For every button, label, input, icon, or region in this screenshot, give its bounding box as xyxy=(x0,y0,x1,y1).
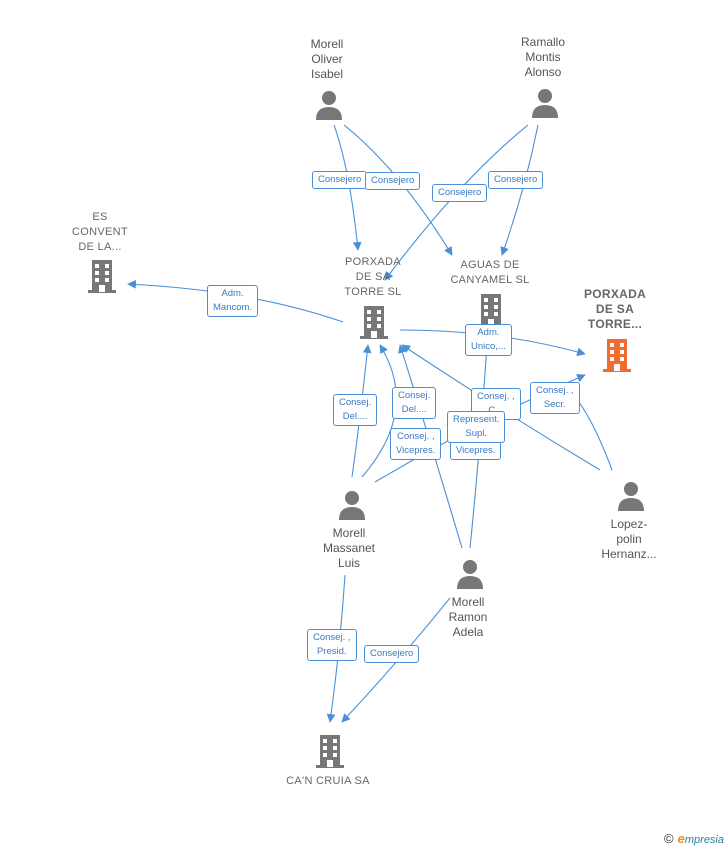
person-icon[interactable] xyxy=(337,489,367,521)
person-label-ramallo[interactable]: Ramallo Montis Alonso xyxy=(520,35,565,79)
person-label-morell-oliver[interactable]: Morell Oliver Isabel xyxy=(310,37,344,81)
company-label-es-convent[interactable]: ES CONVENT DE LA... xyxy=(72,211,128,253)
building-icon-focus[interactable] xyxy=(601,337,633,373)
person-label-lopez[interactable]: Lopez- polin Hernanz... xyxy=(601,517,657,561)
person-icon[interactable] xyxy=(530,87,560,119)
person-icon[interactable] xyxy=(314,89,344,121)
edge-label[interactable]: Adm. Unico,... xyxy=(465,324,512,356)
edge-label[interactable]: Consej. Del.... xyxy=(333,394,378,426)
building-icon[interactable] xyxy=(86,258,118,294)
edge-label[interactable]: Consejero xyxy=(364,645,420,663)
brand-e: e xyxy=(677,831,685,846)
building-icon[interactable] xyxy=(475,292,507,328)
edge-label[interactable]: Consej. Del.... xyxy=(392,387,437,419)
copyright-icon: © xyxy=(664,831,674,846)
edge-label[interactable]: Adm. Mancom. xyxy=(207,285,259,317)
company-label-can-cruia[interactable]: CA'N CRUIA SA xyxy=(286,775,370,787)
edge-label[interactable]: Consej. , Vicepres. xyxy=(390,428,442,460)
edge-label[interactable]: Consej. , Presid. xyxy=(307,629,357,661)
edge-label[interactable]: Consejero xyxy=(365,172,421,190)
person-icon[interactable] xyxy=(455,558,485,590)
company-label-aguas[interactable]: AGUAS DE CANYAMEL SL xyxy=(450,259,530,286)
edge-label[interactable]: Consejero xyxy=(432,184,488,202)
edge-label[interactable]: Represent. Supl. xyxy=(447,411,506,443)
brand-name: mpresia xyxy=(684,834,724,846)
person-icon[interactable] xyxy=(616,480,646,512)
company-label-porxada-focus[interactable]: PORXADA DE SA TORRE... xyxy=(583,287,647,331)
person-label-morell-ramon[interactable]: Morell Ramon Adela xyxy=(448,595,488,639)
company-label-porxada-sl[interactable]: PORXADA DE SA TORRE SL xyxy=(344,256,402,298)
person-label-morell-massanet[interactable]: Morell Massanet Luis xyxy=(322,526,376,570)
building-icon[interactable] xyxy=(358,304,390,340)
building-icon[interactable] xyxy=(314,733,346,769)
edge-label[interactable]: Consejero xyxy=(312,171,368,189)
edge-label[interactable]: Consej. , Secr. xyxy=(530,382,580,414)
edge-line xyxy=(500,124,539,256)
brand-footer: ©empresia xyxy=(664,831,724,846)
edge-label[interactable]: Consejero xyxy=(488,171,544,189)
